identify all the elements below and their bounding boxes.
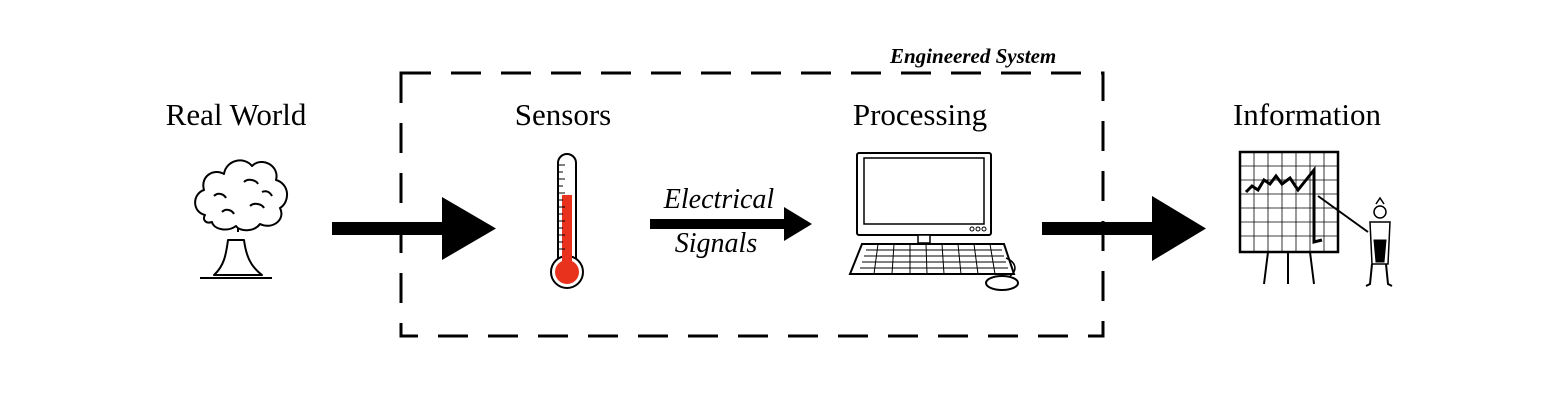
arrow-processing-to-information <box>1042 196 1206 261</box>
tree-icon <box>194 159 288 279</box>
computer-icon <box>848 152 1019 291</box>
thermometer-icon <box>550 153 584 289</box>
signal-label-line1: Electrical <box>663 184 775 215</box>
arrow-real-world-to-sensors <box>332 197 496 260</box>
engineered-system-boundary <box>399 71 1105 338</box>
signal-label-line2: Signals <box>674 228 758 259</box>
stage-label-processing: Processing <box>852 97 988 132</box>
stage-label-sensors: Sensors <box>514 97 612 132</box>
arrow-sensors-to-processing <box>650 207 812 241</box>
stage-label-real-world: Real World <box>165 97 307 132</box>
presentation-chart-icon <box>1238 150 1393 287</box>
stage-label-information: Information <box>1232 97 1382 132</box>
engineered-system-label: Engineered System <box>890 44 1057 68</box>
